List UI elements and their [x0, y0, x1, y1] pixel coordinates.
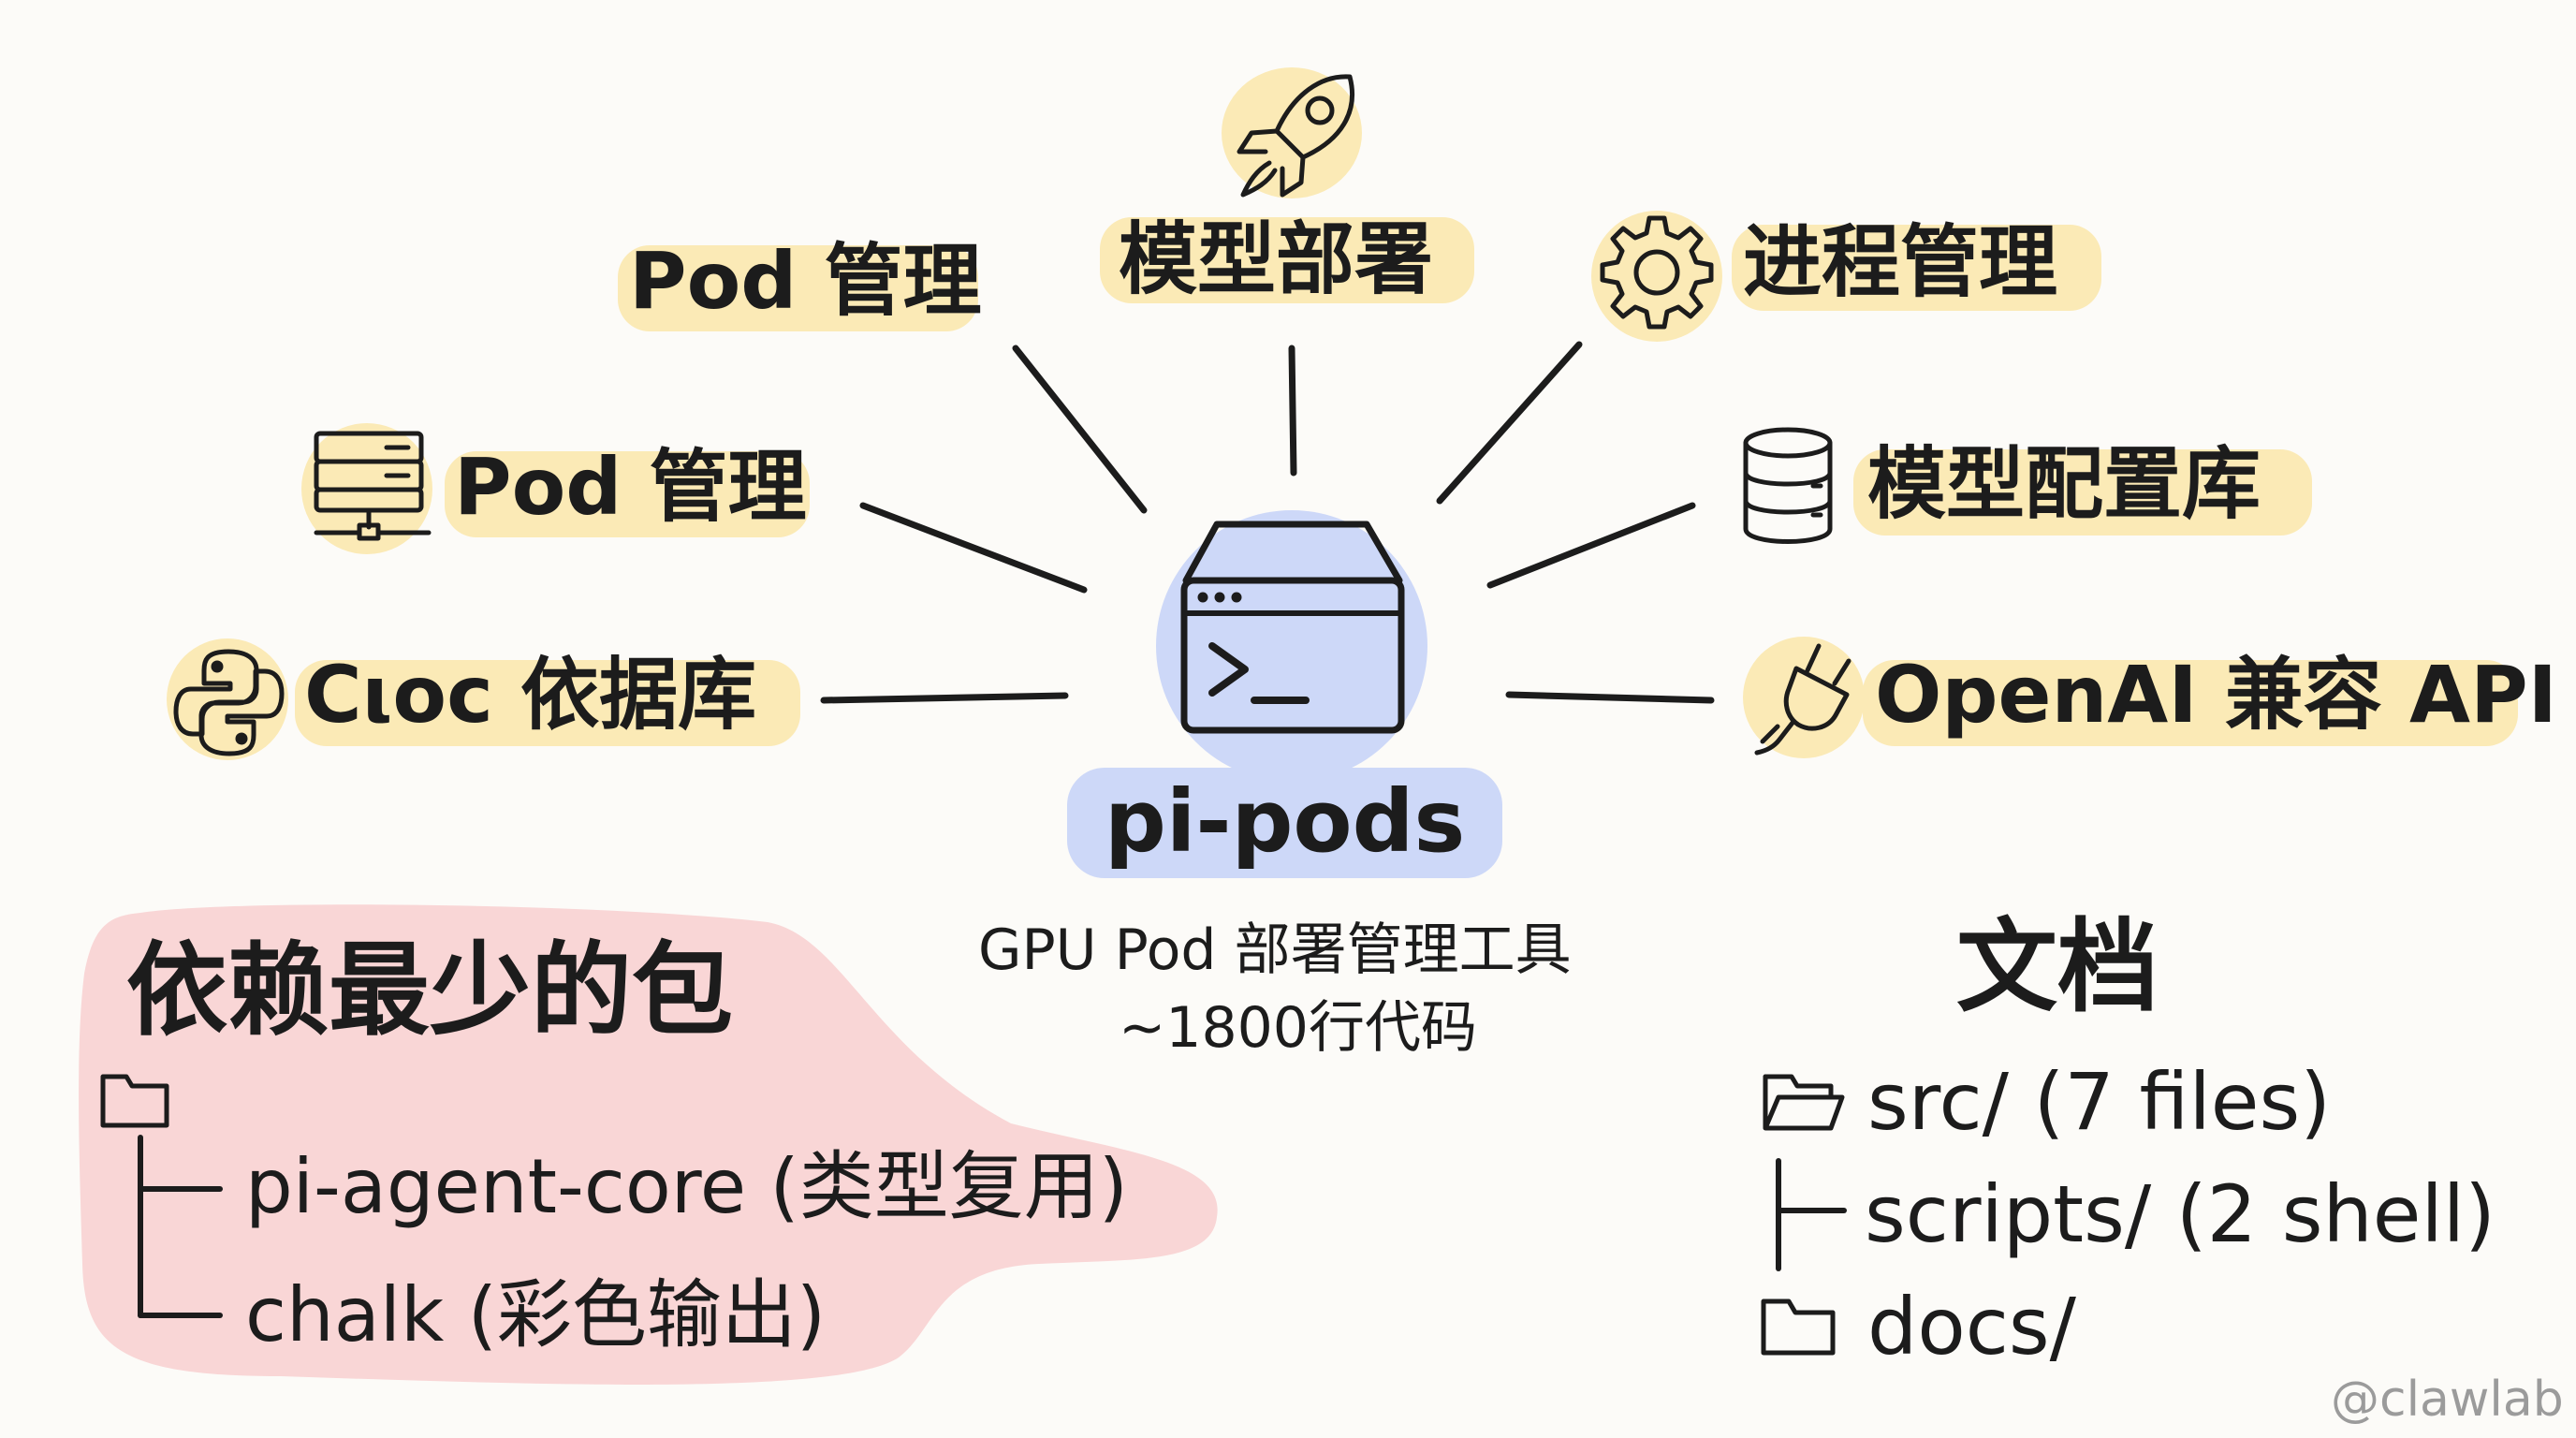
- center-title-highlight: [1067, 768, 1502, 878]
- docs-title: 文档: [1956, 909, 2159, 1026]
- feature-python-deps-label: Cιoc 依据库: [304, 649, 757, 741]
- folder-icon: [1761, 1299, 1836, 1356]
- ray-pod-top: [1012, 345, 1148, 514]
- center-loc: ~1800行代码: [1119, 995, 1477, 1061]
- terminal-window-icon: [1180, 521, 1405, 734]
- openai-highlight: [1863, 660, 2518, 746]
- ray-openai: [1505, 691, 1715, 704]
- ray-python: [820, 692, 1069, 704]
- gear-icon: [1600, 215, 1714, 330]
- docs-item-scripts: scripts/ (2 shell): [1865, 1168, 2496, 1260]
- dependency-tree-lines: [138, 1135, 223, 1318]
- model-config-highlight: [1853, 449, 2312, 536]
- server-icon: [314, 431, 432, 541]
- rocket-icon: [1237, 74, 1355, 198]
- dep-item-pi-agent-core: pi-agent-core (类型复用): [245, 1143, 1128, 1230]
- python-icon-highlight: [167, 638, 288, 760]
- deps-title: 依赖最少的包: [126, 932, 734, 1049]
- feature-openai-label: OpenAI 兼容 API: [1875, 649, 2557, 741]
- folder-icon: [100, 1074, 169, 1128]
- python-icon: [173, 649, 285, 756]
- watermark: @clawlab: [2331, 1372, 2564, 1428]
- database-icon: [1743, 427, 1833, 544]
- folder-open-icon: [1763, 1074, 1845, 1131]
- deploy-highlight: [1100, 217, 1474, 303]
- ray-model-config: [1486, 502, 1696, 589]
- feature-pod-left-label: Pod 管理: [454, 441, 807, 533]
- process-highlight: [1732, 225, 2101, 311]
- dep-item-chalk: chalk (彩色输出): [245, 1271, 827, 1358]
- docs-item-src: src/ (7 files): [1867, 1056, 2332, 1148]
- tree-branch-icon: [1776, 1158, 1847, 1271]
- pod-left-highlight: [445, 451, 810, 537]
- python-deps-highlight: [295, 660, 800, 746]
- center-title: pi-pods: [1105, 771, 1466, 872]
- docs-item-docs: docs/: [1867, 1281, 2076, 1372]
- feature-deploy-label: 模型部署: [1119, 213, 1434, 305]
- feature-process-label: 进程管理: [1743, 216, 2058, 308]
- ray-deploy: [1288, 345, 1297, 477]
- feature-pod-top-label: Pod 管理: [629, 235, 982, 327]
- ray-pod-left: [859, 502, 1088, 594]
- plug-icon: [1754, 643, 1852, 756]
- gear-icon-highlight: [1591, 211, 1722, 342]
- feature-model-config-label: 模型配置库: [1867, 438, 2261, 530]
- ray-process: [1436, 341, 1583, 505]
- center-subtitle: GPU Pod 部署管理工具: [978, 917, 1572, 983]
- pod-top-highlight: [618, 245, 978, 331]
